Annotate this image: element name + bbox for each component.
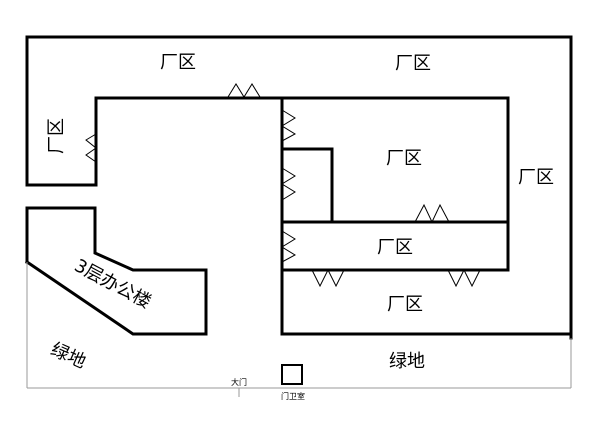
partition-symbol-lower-1 xyxy=(311,268,345,288)
office-building-label: 3层办公楼 xyxy=(71,255,155,313)
main-gate-label: 大门 xyxy=(231,377,247,387)
zone-label-bottom: 厂区 xyxy=(387,294,423,315)
plant-building-outline xyxy=(94,96,573,336)
guard-room-label: 门卫室 xyxy=(281,391,305,401)
zone-label-top-left: 厂区 xyxy=(160,52,196,73)
zone-label-lower-middle: 厂区 xyxy=(377,237,413,258)
green-area-label-left: 绿地 xyxy=(48,339,89,373)
partition-symbol-right-1 xyxy=(281,109,297,142)
plant-inner-room xyxy=(280,147,510,224)
partition-symbol-right-2 xyxy=(281,167,296,201)
green-area-label-right: 绿地 xyxy=(389,351,425,372)
partition-symbol-lower-2 xyxy=(447,268,481,288)
partition-symbol-left xyxy=(85,133,97,163)
zone-label-right: 厂区 xyxy=(518,167,554,188)
plant-building-left-wall xyxy=(25,96,98,187)
office-building-outline xyxy=(24,206,208,336)
partition-symbol-inner xyxy=(414,203,450,224)
zone-label-left: 厂区 xyxy=(46,118,67,154)
partition-symbol-right-3 xyxy=(281,230,297,263)
guard-room-box xyxy=(281,364,303,385)
partition-symbol-top xyxy=(227,83,261,98)
zone-label-middle: 厂区 xyxy=(386,148,422,169)
site-boundary-wall xyxy=(25,35,573,340)
zone-label-top-right: 厂区 xyxy=(395,53,431,74)
